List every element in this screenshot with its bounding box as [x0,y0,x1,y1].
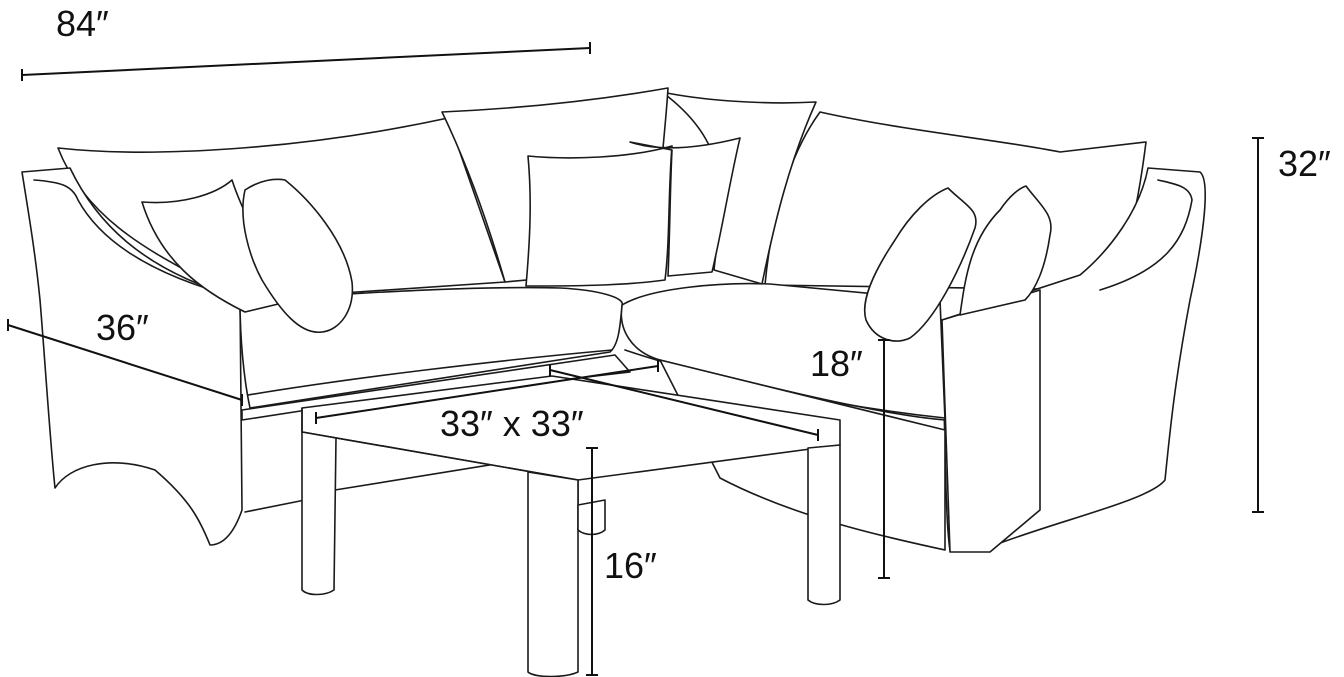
right-pillow-2 [959,185,1052,316]
table-leg-back-right [807,444,841,606]
width-label: 84″ [56,3,109,44]
dimension-lines [7,42,1264,676]
center-pillow-2 [629,137,741,277]
table-depth-dimension-line [549,369,819,436]
table-width-dimension-line [315,365,659,419]
depth-dimension-line [7,324,243,401]
table-size-label: 33″ x 33″ [440,403,584,444]
left-pillow-2 [242,178,354,333]
left-sofa [21,87,741,546]
table-height-label: 16″ [604,545,657,586]
center-pillow-1 [525,145,673,287]
table-leg-front-right [527,471,579,677]
right-sofa [620,91,1206,553]
depth-label: 36″ [96,307,149,348]
table-leg-front-left [301,431,337,596]
width-dimension-line [21,47,591,76]
seat-height-label: 18″ [810,343,863,384]
height-label: 32″ [1278,143,1331,184]
left-arm [21,167,243,546]
coffee-table [301,375,841,677]
dimension-labels: 84″ 32″ 36″ 18″ 33″ x 33″ 16″ [56,3,1331,586]
